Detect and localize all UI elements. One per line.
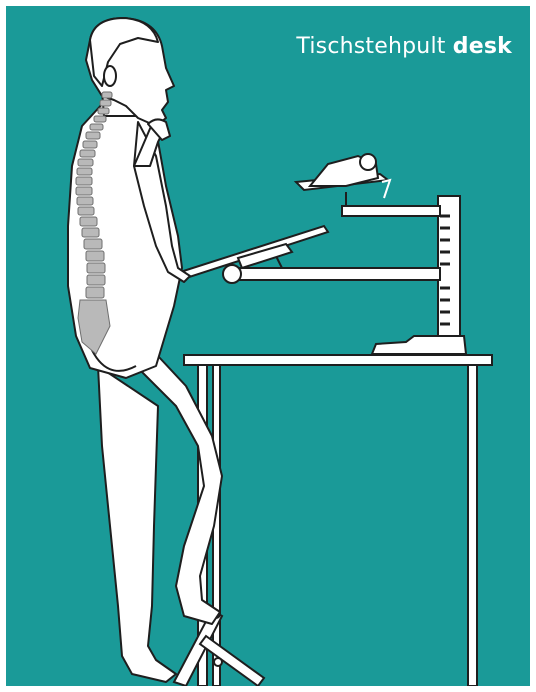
upper-arm: [342, 206, 440, 216]
table-top: [184, 355, 492, 365]
arm-knob: [223, 265, 241, 283]
stand-base: [372, 336, 466, 354]
table: [184, 355, 492, 686]
table-leg-back: [468, 365, 477, 686]
mouse-tray: [296, 154, 390, 206]
scene-svg: [6, 6, 530, 686]
stand-column: [438, 196, 460, 344]
leg-back: [98, 366, 176, 682]
illustration-panel: Tischstehpult desk: [6, 6, 530, 686]
desk-stand: [223, 196, 466, 354]
ear: [104, 66, 116, 86]
lower-arm: [234, 268, 440, 280]
